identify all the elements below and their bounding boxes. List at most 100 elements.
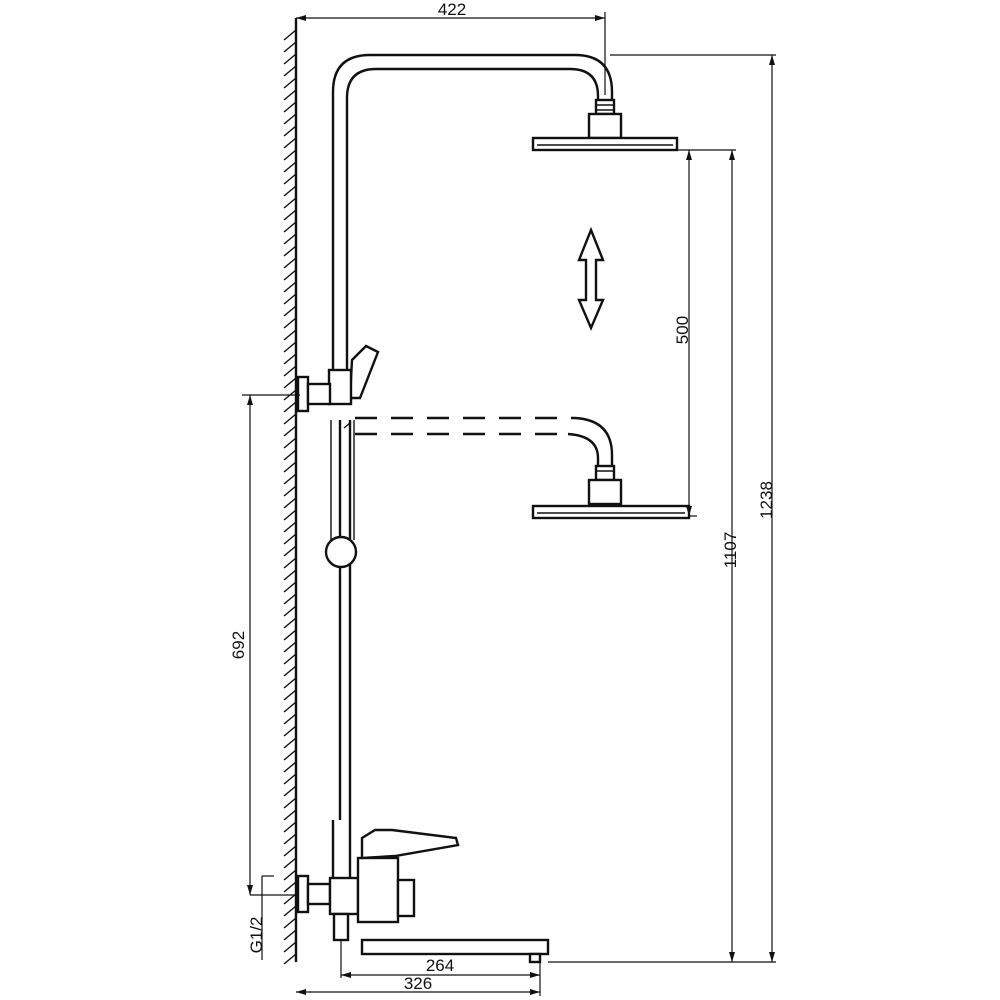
dimension-head-height: 1107	[721, 150, 740, 962]
wall-hatch-line	[283, 149, 297, 161]
wall-hatch-line	[283, 161, 297, 173]
wall-hatch-line	[283, 413, 297, 425]
wall-hatch-line	[283, 869, 297, 881]
wall-hatch-line	[283, 845, 297, 857]
hand-shower-holder	[296, 344, 380, 820]
wall-hatch-line	[283, 341, 297, 353]
wall-hatch-line	[283, 809, 297, 821]
wall-hatch-line	[283, 581, 297, 593]
wall-hatch-line	[283, 821, 297, 833]
wall-hatch-line	[283, 221, 297, 233]
wall-hatch-line	[283, 401, 297, 413]
wall-hatch-line	[283, 41, 297, 53]
riser-pipe	[331, 53, 614, 375]
wall-hatch-line	[283, 197, 297, 209]
mixer-lever	[360, 828, 460, 860]
wall-hatch-line	[283, 533, 297, 545]
wall-hatch-line	[283, 437, 297, 449]
dimension-label-head-travel: 500	[673, 316, 692, 344]
dimension-label-head-height: 1107	[721, 532, 740, 569]
wall-hatch-line	[283, 245, 297, 257]
dimension-spout-reach: 264	[340, 940, 541, 978]
wall-hatch-line	[283, 185, 297, 197]
wall-hatch-line	[283, 545, 297, 557]
wall-hatching	[283, 29, 297, 965]
wall-hatch-line	[283, 617, 297, 629]
wall-hatch-line	[283, 485, 297, 497]
wall-hatch-line	[283, 425, 297, 437]
wall-hatch-line	[283, 449, 297, 461]
wall-hatch-line	[283, 941, 297, 953]
wall-hatch-line	[283, 269, 297, 281]
wall-hatch-line	[283, 365, 297, 377]
wall-hatch-line	[283, 713, 297, 725]
wall-hatch-line	[283, 929, 297, 941]
wall-hatch-line	[283, 125, 297, 137]
diverter-stub	[332, 912, 350, 942]
wall-hatch-line	[283, 641, 297, 653]
wall-hatch-line	[283, 629, 297, 641]
bath-spout	[360, 938, 550, 956]
wall-hatch-line	[283, 353, 297, 365]
wall-hatch-line	[283, 101, 297, 113]
wall-hatch-line	[283, 137, 297, 149]
wall-hatch-line	[283, 113, 297, 125]
dimension-label-total-height: 1238	[757, 481, 776, 519]
dimension-total-height: 1238	[548, 54, 776, 963]
wall-hatch-line	[283, 173, 297, 185]
wall-hatch-line	[283, 893, 297, 905]
wall-hatch-line	[283, 497, 297, 509]
wall-hatch-line	[283, 665, 297, 677]
wall-hatch-line	[283, 725, 297, 737]
wall-hatch-line	[283, 293, 297, 305]
wall-hatch-line	[283, 53, 297, 65]
wall-hatch-line	[283, 257, 297, 269]
dimension-lower-height: 692	[229, 394, 300, 895]
mixer-valve	[296, 820, 550, 964]
wall-hatch-line	[283, 329, 297, 341]
dimension-label-overall-projection: 326	[404, 974, 432, 993]
wall-hatch-line	[283, 905, 297, 917]
wall-hatch-line	[283, 653, 297, 665]
wall-hatch-line	[283, 377, 297, 389]
wall-hatch-line	[283, 881, 297, 893]
wall-hatch-line	[283, 569, 297, 581]
wall-hatch-line	[283, 749, 297, 761]
wall-hatch-line	[283, 317, 297, 329]
wall-hatch-line	[283, 689, 297, 701]
dimension-label-spout-reach: 264	[426, 956, 454, 975]
shower-head-lower	[355, 416, 697, 520]
wall-hatch-line	[283, 593, 297, 605]
wall-hatch-line	[283, 773, 297, 785]
wall-hatch-line	[283, 917, 297, 929]
wall-hatch-line	[283, 305, 297, 317]
wall-hatch-line	[283, 209, 297, 221]
adjust-arrow-icon	[577, 226, 605, 332]
shower-head-upper	[531, 98, 736, 152]
wall-hatch-line	[283, 737, 297, 749]
dimension-top-width: 422	[296, 0, 606, 95]
dimension-head-travel: 500	[673, 150, 692, 516]
wall-hatch-line	[283, 857, 297, 869]
wall-hatch-line	[283, 89, 297, 101]
wall-hatch-line	[283, 521, 297, 533]
wall-hatch-line	[283, 473, 297, 485]
wall-hatch-line	[283, 953, 297, 965]
riser-inner-line	[345, 67, 600, 375]
wall-hatch-line	[283, 281, 297, 293]
dimension-overall-projection: 326	[296, 974, 541, 996]
slider-knob	[324, 535, 358, 569]
dimension-label-top-width: 422	[438, 0, 466, 19]
wall-hatch-line	[283, 461, 297, 473]
wall-hatch-line	[283, 65, 297, 77]
wall-hatch-line	[283, 785, 297, 797]
wall-hatch-line	[283, 677, 297, 689]
wall-hatch-line	[283, 701, 297, 713]
dimension-label-lower-height: 692	[229, 631, 248, 659]
wall-hatch-line	[283, 761, 297, 773]
wall-hatch-line	[283, 77, 297, 89]
wall-hatch-line	[283, 29, 297, 41]
wall-hatch-line	[283, 797, 297, 809]
riser-outer-line	[331, 53, 614, 375]
